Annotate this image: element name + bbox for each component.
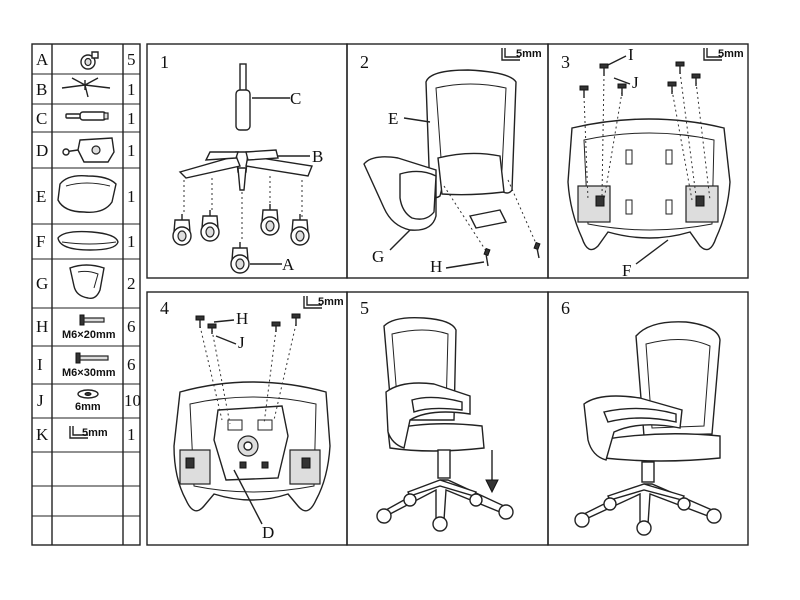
caster-icon bbox=[80, 51, 99, 70]
part-qty-b: 1 bbox=[127, 80, 136, 99]
part-qty-h: 6 bbox=[127, 317, 136, 336]
callout-d: D bbox=[262, 523, 274, 542]
step-2-panel: 2 5mm E G H bbox=[360, 47, 542, 276]
step-3-panel: 3 5mm I J bbox=[561, 45, 744, 280]
caster-drawings bbox=[574, 497, 722, 536]
part-letter-b: B bbox=[36, 80, 47, 99]
part-qty-f: 1 bbox=[127, 232, 136, 251]
caster-drawings bbox=[172, 176, 310, 274]
step-number: 6 bbox=[561, 298, 570, 318]
armrest-drawing bbox=[363, 156, 437, 251]
step-4-panel: 4 5mm H J bbox=[160, 295, 344, 542]
tool-size: 5mm bbox=[516, 48, 542, 60]
gas-lift-icon bbox=[65, 111, 109, 121]
seat-drawing bbox=[437, 152, 505, 196]
callout-b: B bbox=[312, 147, 323, 166]
part-letter-h: H bbox=[36, 317, 48, 336]
part-qty-g: 2 bbox=[127, 274, 136, 293]
bolt-drawings bbox=[579, 61, 711, 265]
hex-key-size: 5mm bbox=[82, 427, 108, 439]
parts-table: A B C D E F G H I J K 5 1 1 1 1 1 2 6 6 … bbox=[31, 43, 141, 546]
part-qty-k: 1 bbox=[127, 425, 136, 444]
step-number: 5 bbox=[360, 298, 369, 318]
bolt-i-size: M6×30mm bbox=[62, 367, 116, 379]
backrest-icon bbox=[57, 174, 117, 213]
tool-size: 5mm bbox=[318, 296, 344, 308]
step-1-panel: 1 C B bbox=[160, 52, 323, 274]
callout-c: C bbox=[290, 89, 301, 108]
base-star-icon bbox=[61, 77, 111, 98]
seat-icon bbox=[57, 230, 119, 251]
bolt-icon bbox=[75, 352, 109, 364]
callout-j: J bbox=[238, 333, 245, 352]
seat-underside-drawing bbox=[567, 118, 731, 251]
step-6-panel: 6 bbox=[561, 298, 722, 536]
part-qty-e: 1 bbox=[127, 187, 136, 206]
part-qty-j: 10 bbox=[124, 391, 141, 410]
part-letter-f: F bbox=[36, 232, 45, 251]
step-number: 3 bbox=[561, 52, 570, 72]
step-number: 1 bbox=[160, 52, 169, 72]
washer-icon bbox=[77, 389, 99, 399]
callout-f: F bbox=[622, 261, 631, 280]
callout-g: G bbox=[372, 247, 384, 266]
step-number: 2 bbox=[360, 52, 369, 72]
bolt-icon bbox=[79, 314, 105, 326]
step-panels bbox=[146, 43, 749, 546]
bolt-h-size: M6×20mm bbox=[62, 329, 116, 341]
bolt-drawings bbox=[195, 313, 301, 525]
part-letter-i: I bbox=[37, 355, 43, 374]
caster-drawings bbox=[376, 493, 514, 532]
base-star-drawing bbox=[178, 149, 313, 191]
chair-drawing bbox=[383, 316, 506, 521]
part-letter-g: G bbox=[36, 274, 48, 293]
callout-e: E bbox=[388, 109, 398, 128]
part-qty-i: 6 bbox=[127, 355, 136, 374]
chair-drawing bbox=[582, 321, 721, 525]
part-letter-a: A bbox=[36, 50, 49, 69]
part-letter-k: K bbox=[36, 425, 49, 444]
part-letter-d: D bbox=[36, 141, 48, 160]
down-arrow-icon bbox=[485, 450, 499, 494]
armrest-icon bbox=[69, 264, 105, 300]
part-letter-e: E bbox=[36, 187, 46, 206]
part-qty-a: 5 bbox=[127, 50, 136, 69]
part-qty-c: 1 bbox=[127, 109, 136, 128]
bolt-drawings bbox=[443, 179, 541, 269]
callout-j: J bbox=[632, 73, 639, 92]
gas-lift-drawing bbox=[235, 63, 290, 131]
tool-size: 5mm bbox=[718, 48, 744, 60]
mechanism-icon bbox=[62, 137, 115, 163]
part-qty-d: 1 bbox=[127, 141, 136, 160]
callout-a: A bbox=[282, 255, 295, 274]
callout-i: I bbox=[628, 45, 634, 64]
step-number: 4 bbox=[160, 298, 169, 318]
mechanism-drawing bbox=[213, 405, 289, 481]
part-letter-c: C bbox=[36, 109, 47, 128]
callout-h: H bbox=[236, 309, 248, 328]
callout-h: H bbox=[430, 257, 442, 276]
part-letter-j: J bbox=[37, 391, 44, 410]
washer-size: 6mm bbox=[75, 401, 101, 413]
step-5-panel: 5 bbox=[360, 298, 514, 532]
